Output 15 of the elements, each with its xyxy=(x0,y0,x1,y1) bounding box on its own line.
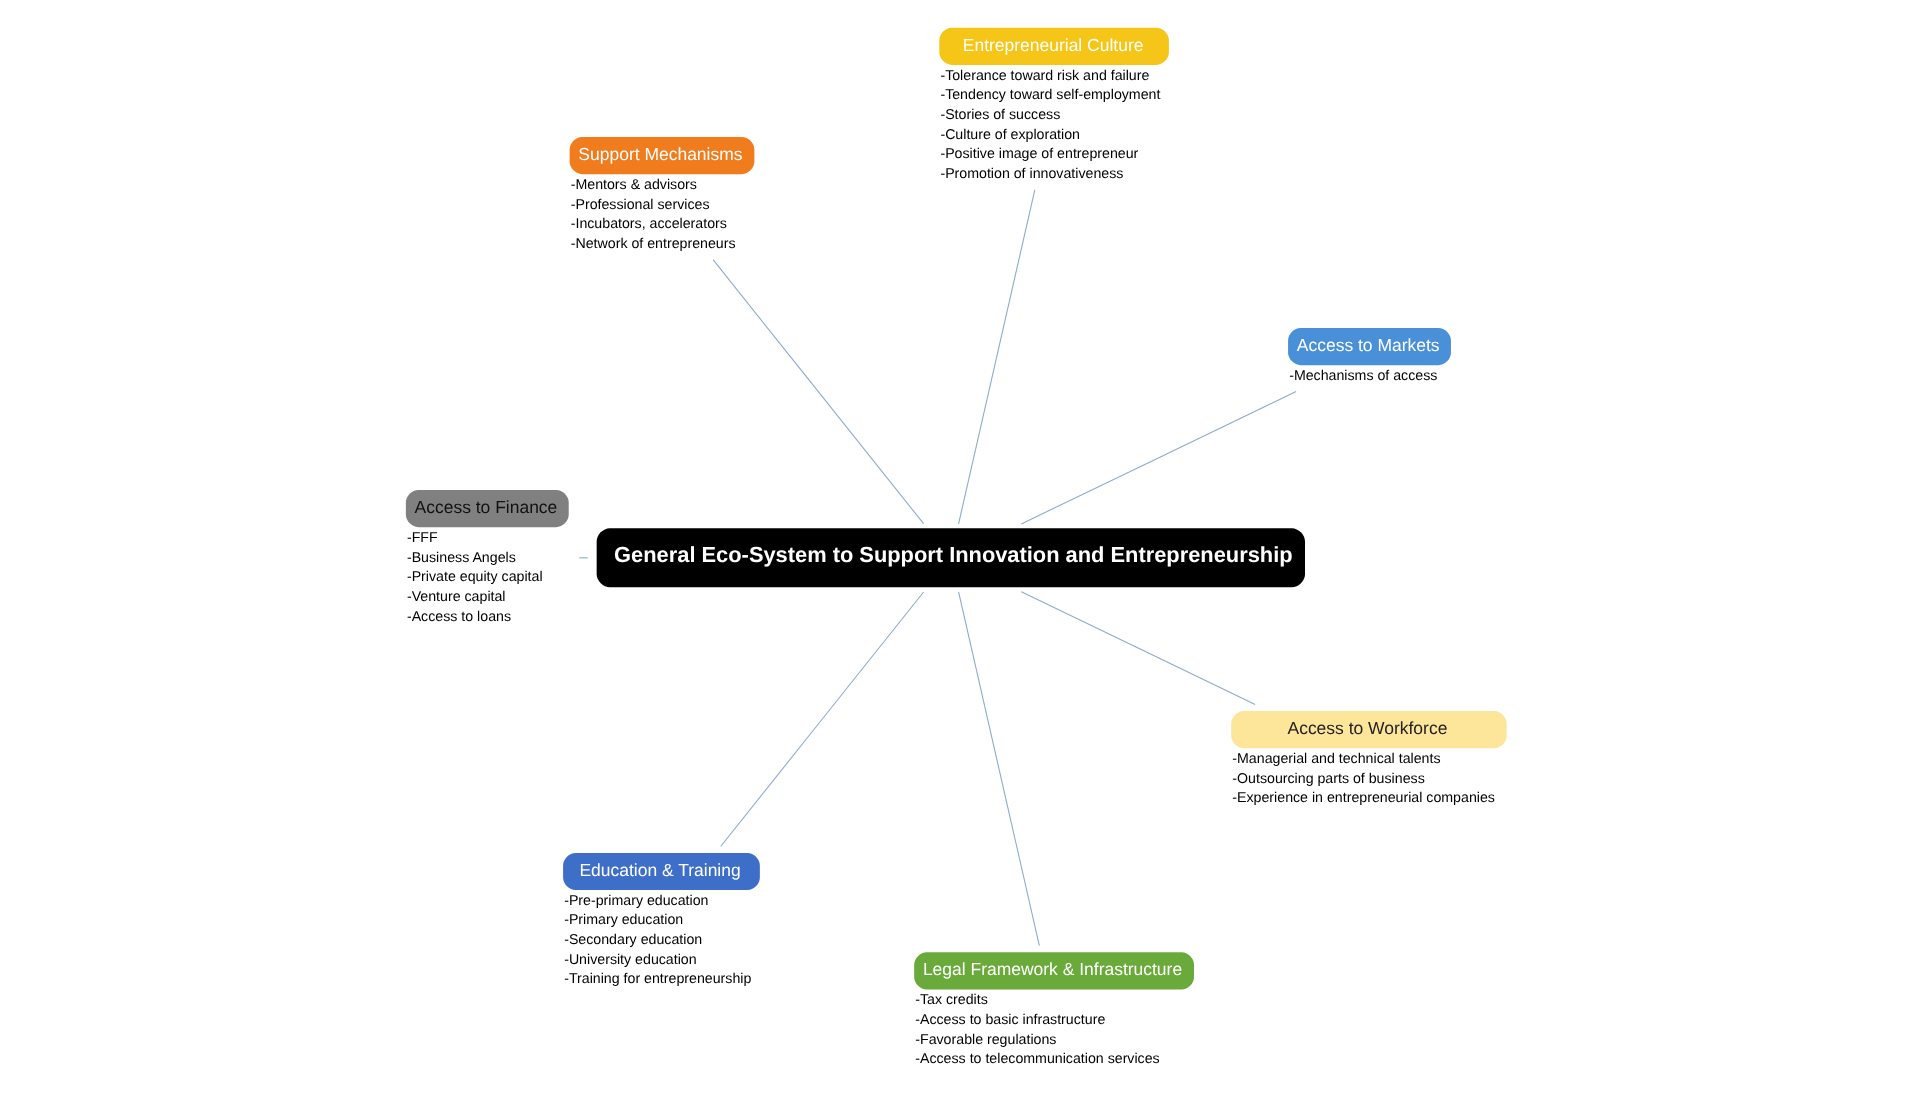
node-box: Access to Markets xyxy=(1288,328,1451,366)
connector xyxy=(958,591,1040,947)
node-box: Legal Framework & Infrastructure xyxy=(914,952,1194,990)
connector xyxy=(720,591,925,847)
connector xyxy=(958,189,1036,525)
node-box: Entrepreneurial Culture xyxy=(939,27,1169,65)
node-box: Access to Finance xyxy=(405,490,569,528)
connector xyxy=(1020,391,1297,525)
connector xyxy=(578,557,589,559)
connector xyxy=(712,259,925,525)
node-box: General Eco-System to Support Innovation and Entrepreneurship xyxy=(596,528,1305,588)
connector xyxy=(1020,591,1256,705)
node-box: Access to Workforce xyxy=(1231,711,1507,749)
node-box: Support Mechanisms xyxy=(569,137,755,175)
node-box: Education & Training xyxy=(563,852,760,891)
